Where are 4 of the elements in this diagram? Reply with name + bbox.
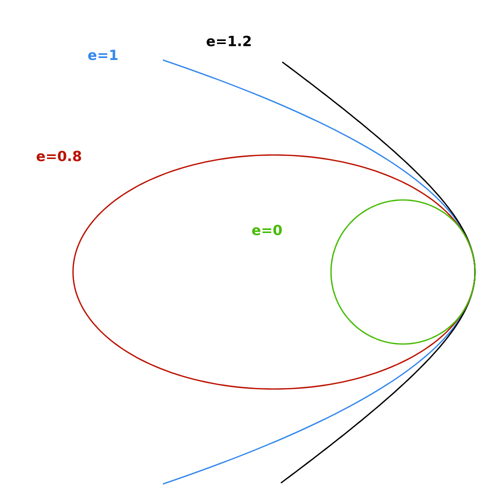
curve-label: e=1 xyxy=(88,50,118,60)
curve-label: e=0.8 xyxy=(36,150,82,162)
curve-label: e=0 xyxy=(252,224,282,236)
curve-label: e=1.2 xyxy=(206,36,251,46)
